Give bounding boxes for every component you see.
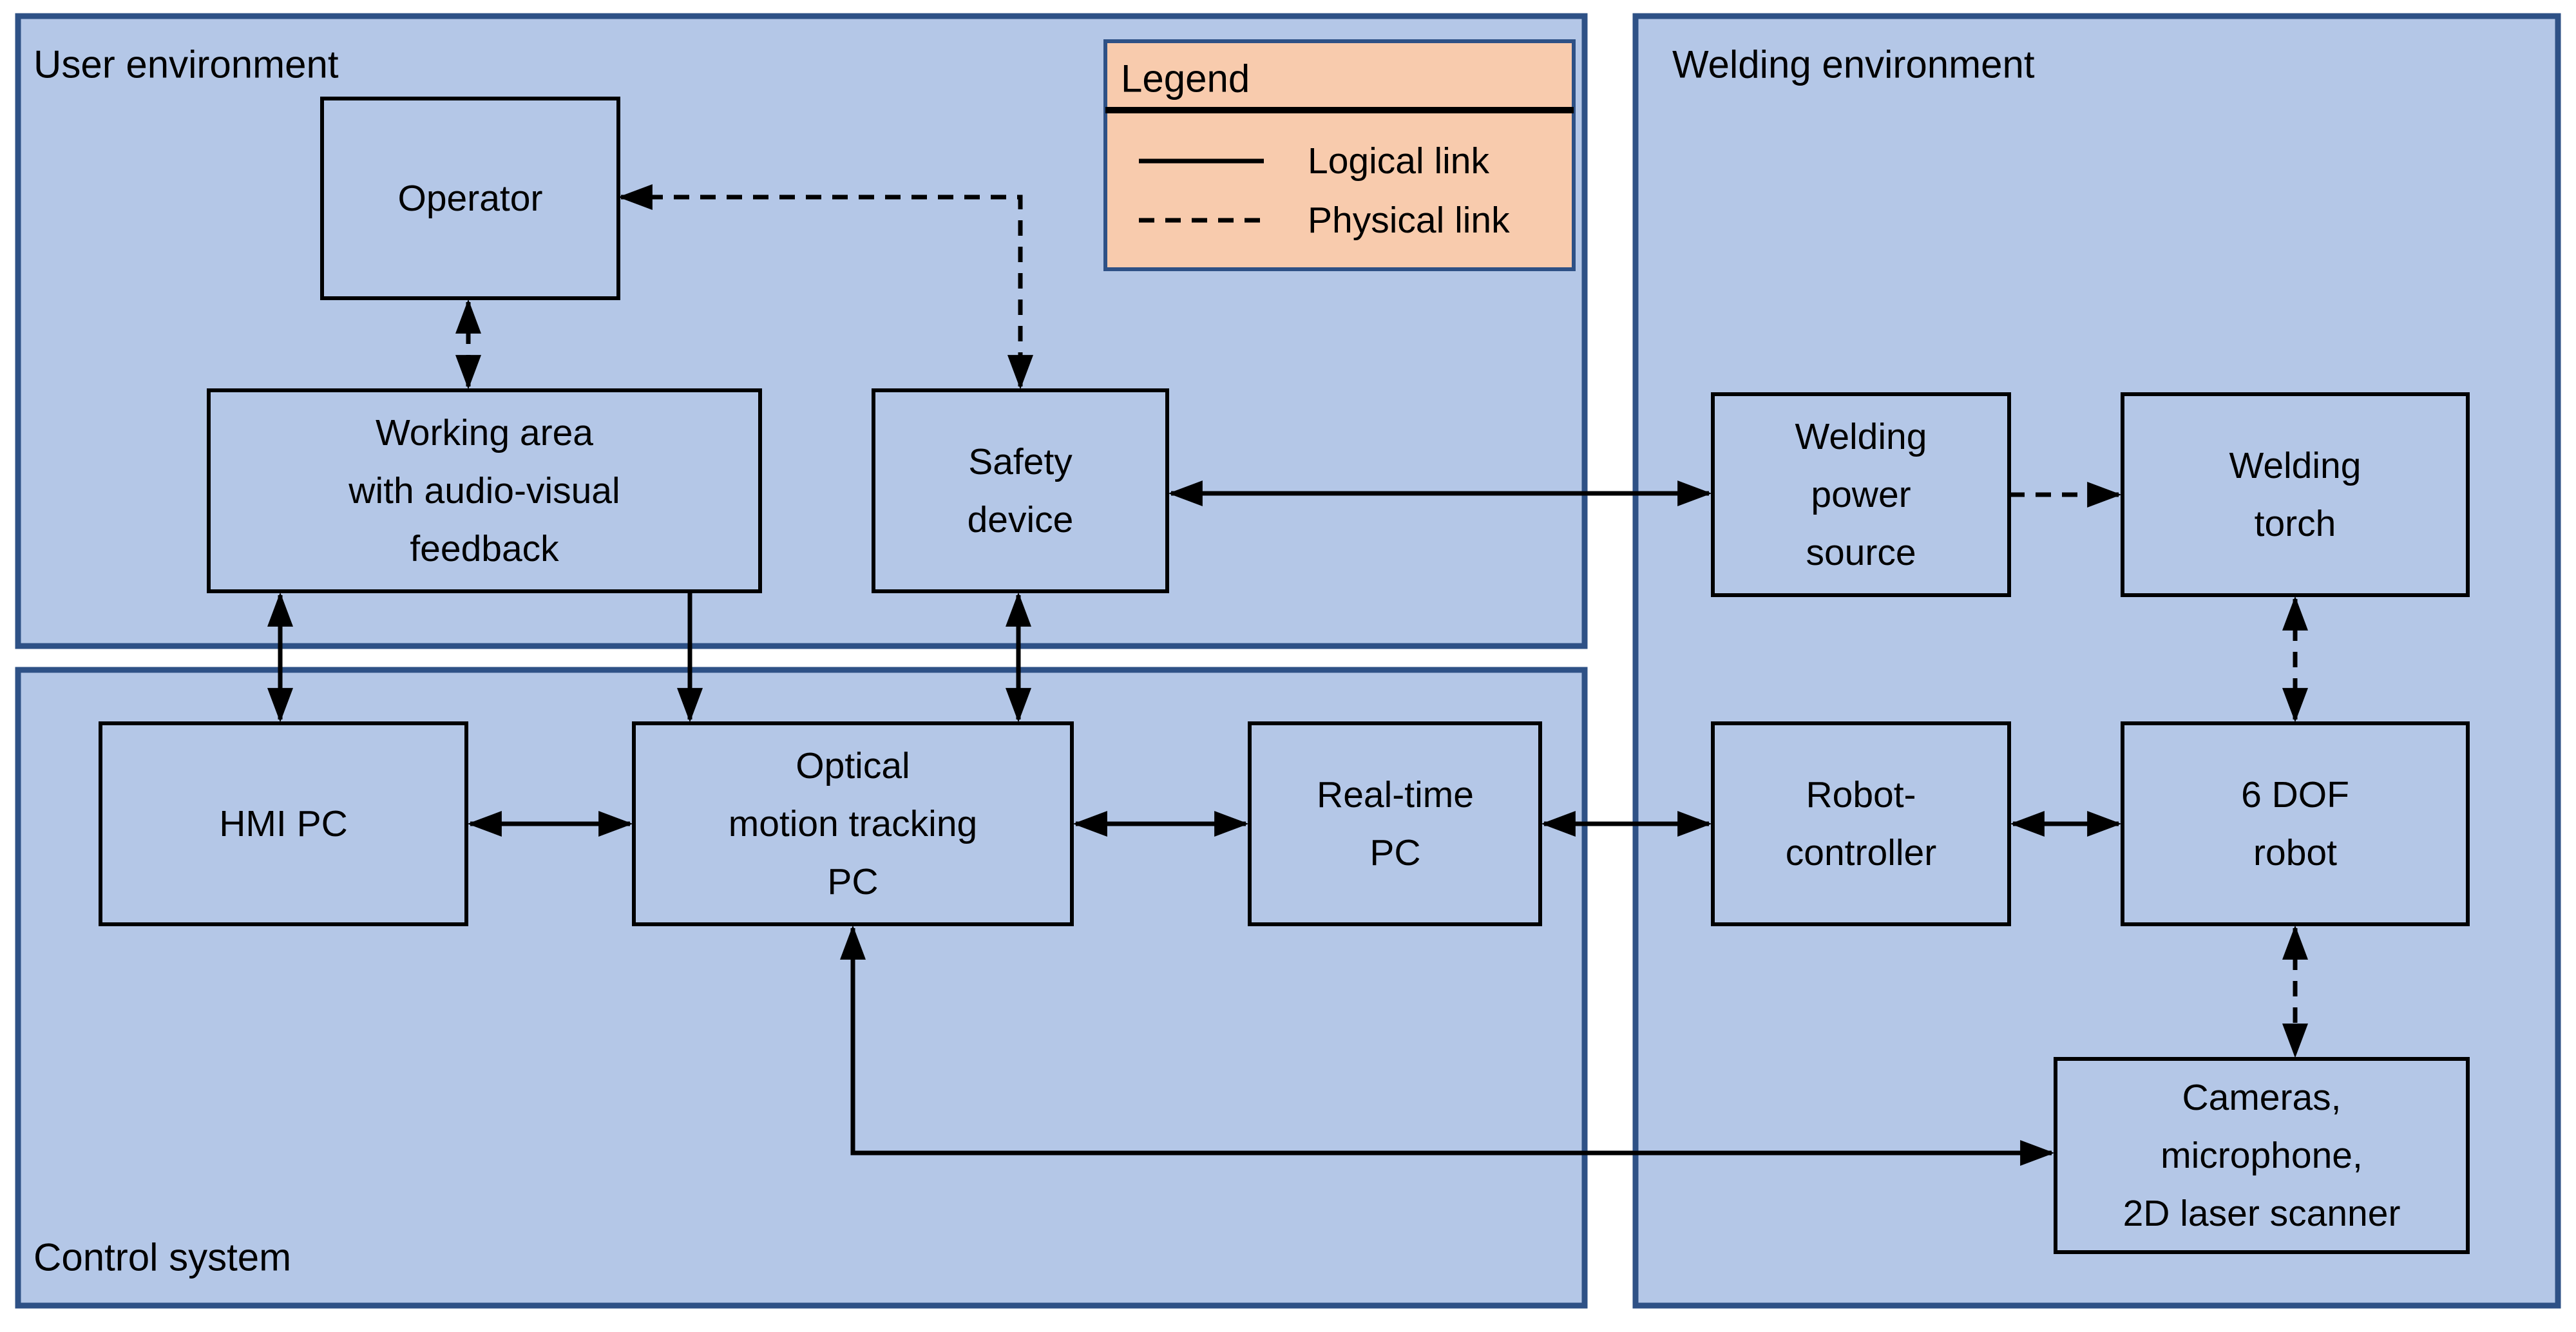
working-area-label-line2: with audio-visual: [348, 470, 620, 511]
safety-device-label-line1: Safety: [968, 441, 1073, 482]
6-dof-robot-label-line2: robot: [2253, 832, 2337, 873]
legend-title: Legend: [1121, 57, 1250, 100]
legend-item-physical-label: Physical link: [1308, 200, 1510, 241]
hmi-pc-label: HMI PC: [219, 803, 348, 844]
operator-label: Operator: [398, 178, 543, 219]
legend-box: [1103, 39, 1576, 271]
hmi-pc-box: [99, 721, 468, 926]
working-area-box: [207, 388, 762, 593]
welding-torch-label-line2: torch: [2255, 503, 2336, 544]
link-safety-device-operator: [618, 184, 1033, 390]
working-area-label-line3: feedback: [410, 528, 559, 569]
real-time-pc-box: [1248, 721, 1542, 926]
robot-controller-label-line1: Robot-: [1806, 774, 1916, 815]
legend-item-logical-label: Logical link: [1308, 140, 1489, 182]
welding-power-source-label-line2: power: [1811, 474, 1911, 515]
link-optical-pc-sensors: [840, 925, 2055, 1166]
operator-box: [320, 97, 620, 300]
legend: Legend Logical link Physical link: [1103, 39, 1576, 271]
welding-power-source-label-line3: source: [1806, 532, 1916, 573]
robot-controller-label-line2: controller: [1786, 832, 1936, 873]
real-time-pc-label-line1: Real-time: [1317, 774, 1474, 815]
optical-motion-tracking-pc-box: [632, 721, 1074, 926]
optical-pc-label-line3: PC: [827, 861, 878, 902]
sensors-label-line3: 2D laser scanner: [2123, 1193, 2401, 1234]
safety-device-label-line2: device: [968, 499, 1074, 540]
welding-power-source-label-line1: Welding: [1795, 416, 1927, 457]
6-dof-robot-box: [2121, 721, 2470, 926]
real-time-pc-label-line2: PC: [1369, 832, 1420, 873]
welding-environment-label: Welding environment: [1672, 43, 2035, 86]
user-environment-label: User environment: [33, 43, 339, 86]
sensors-label-line2: microphone,: [2161, 1135, 2363, 1176]
sensors-box: [2054, 1057, 2470, 1254]
welding-torch-label-line1: Welding: [2229, 445, 2361, 486]
optical-pc-label-line1: Optical: [796, 745, 910, 786]
working-area-label-line1: Working area: [376, 412, 593, 453]
safety-device-box: [872, 388, 1169, 593]
robot-controller-box: [1711, 721, 2011, 926]
6-dof-robot-label-line1: 6 DOF: [2241, 774, 2349, 815]
sensors-label-line1: Cameras,: [2182, 1077, 2341, 1118]
optical-pc-label-line2: motion tracking: [729, 803, 978, 844]
control-system-label: Control system: [33, 1236, 291, 1279]
welding-power-source-box: [1711, 392, 2011, 597]
welding-torch-box: [2121, 392, 2470, 597]
